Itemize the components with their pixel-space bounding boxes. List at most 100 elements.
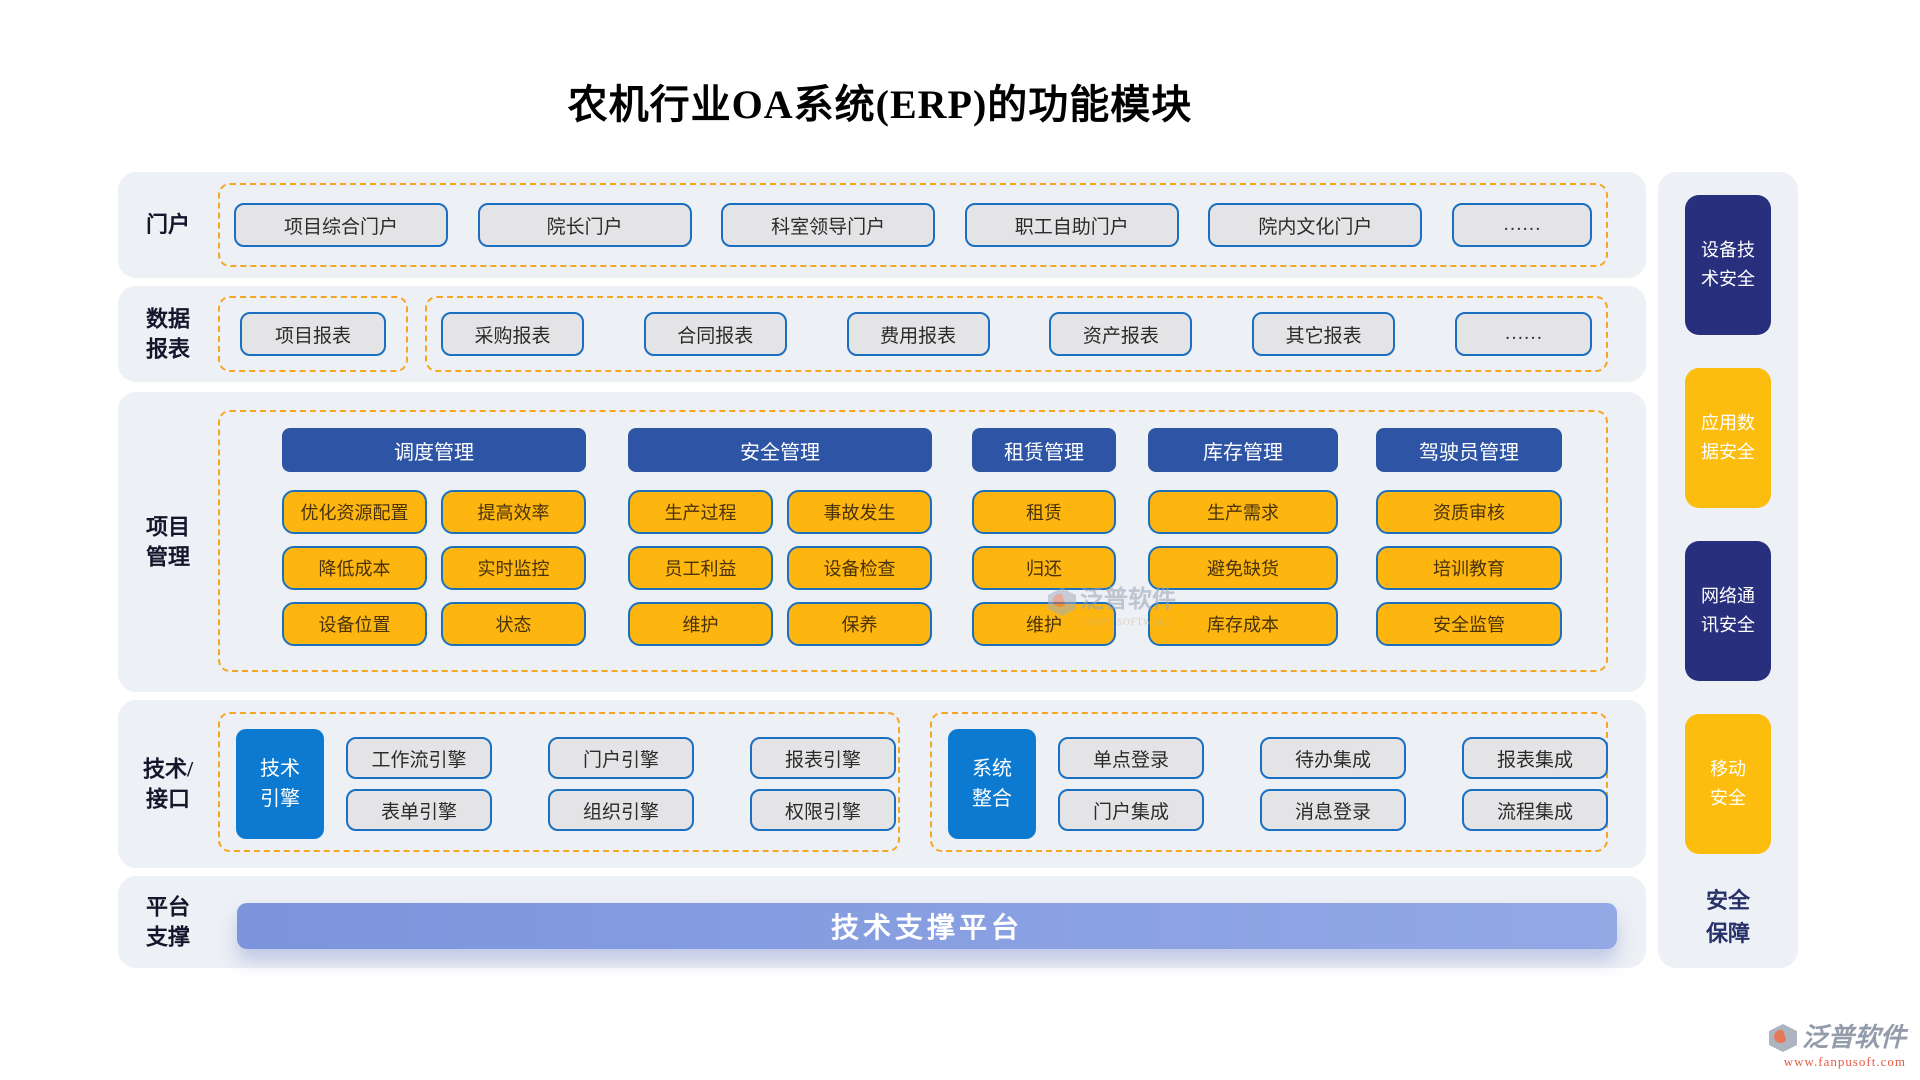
lease-column: 租赁管理 租赁 归还 维护 [972,412,1116,646]
engine-group: 技术 引擎 工作流引擎 门户引擎 报表引擎 表单引擎 组织引擎 权限引擎 [218,712,900,852]
engine-item: 工作流引擎 [346,737,492,779]
module-item: 维护 [972,602,1116,646]
module-item: 避免缺货 [1148,546,1338,590]
security-item: 移动 安全 [1685,714,1771,854]
brand-name-en: FANPU SOFTWARE [1080,617,1173,627]
integration-item: 流程集成 [1462,789,1608,831]
project-row-label: 项目 管理 [145,514,190,569]
project-group: 调度管理 优化资源配置 提高效率 降低成本 实时监控 设备位置 状态 安全管理 … [218,410,1608,672]
security-stack: 设备技 术安全 应用数 据安全 网络通 讯安全 移动 安全 [1658,172,1798,854]
module-item: 培训教育 [1376,546,1562,590]
portal-box: 科室领导门户 [721,203,936,247]
engine-item: 门户引擎 [548,737,694,779]
driver-column: 驾驶员管理 资质审核 培训教育 安全监管 [1376,412,1562,646]
report-box: 其它报表 [1252,312,1396,356]
module-item: 实时监控 [441,546,586,590]
module-item: 生产过程 [628,490,773,534]
reports-others-group: 采购报表 合同报表 费用报表 资产报表 其它报表 …… [425,296,1608,372]
engine-item: 组织引擎 [548,789,694,831]
diagram-title: 农机行业OA系统(ERP)的功能模块 [567,82,1193,127]
portal-box: 项目综合门户 [234,203,448,247]
portal-row: 门户 项目综合门户 院长门户 科室领导门户 职工自助门户 院内文化门户 …… [118,172,1646,278]
security-item: 应用数 据安全 [1685,368,1771,508]
module-item: 状态 [441,602,586,646]
portal-box-more: …… [1451,203,1592,247]
report-box: 资产报表 [1049,312,1193,356]
inventory-header: 库存管理 [1148,428,1338,472]
watermark-center: 泛普软件 FANPU SOFTWARE [1048,588,1176,630]
brand-name: 泛普软件 [1080,587,1176,613]
reports-primary-group: 项目报表 [218,296,408,372]
portal-box: 院长门户 [477,203,692,247]
engine-badge: 技术 引擎 [236,729,324,839]
safety-items: 生产过程 事故发生 员工利益 设备检查 维护 保养 [628,490,932,646]
safety-column: 安全管理 生产过程 事故发生 员工利益 设备检查 维护 保养 [628,412,932,646]
report-box: 费用报表 [846,312,990,356]
watermark-footer-row: 泛普软件 [1768,1023,1906,1052]
brand-url: www.fanpusoft.com [1783,1054,1906,1069]
module-item: 归还 [972,546,1116,590]
fanpu-logo-icon [1048,588,1076,616]
module-item: 资质审核 [1376,490,1562,534]
module-item: 库存成本 [1148,602,1338,646]
brand-name: 泛普软件 [1801,1023,1906,1052]
portal-box: 职工自助门户 [964,203,1179,247]
integration-badge: 系统 整合 [948,729,1036,839]
module-item: 优化资源配置 [282,490,427,534]
module-item: 保养 [787,602,932,646]
lease-header: 租赁管理 [972,428,1116,472]
integration-item: 门户集成 [1058,789,1204,831]
project-row: 项目 管理 调度管理 优化资源配置 提高效率 降低成本 实时监控 设备位置 状态… [118,392,1646,692]
integration-item: 消息登录 [1260,789,1406,831]
portal-box: 院内文化门户 [1208,203,1423,247]
engine-item: 表单引擎 [346,789,492,831]
report-box: 采购报表 [441,312,584,356]
fanpu-logo-icon [1768,1024,1797,1052]
platform-bar: 技术支撑平台 [237,903,1617,949]
report-box: 合同报表 [643,312,787,356]
dispatch-items: 优化资源配置 提高效率 降低成本 实时监控 设备位置 状态 [282,490,586,646]
tech-row: 技术/ 接口 技术 引擎 工作流引擎 门户引擎 报表引擎 表单引擎 组织引擎 权… [118,700,1646,868]
module-item: 生产需求 [1148,490,1338,534]
dispatch-header: 调度管理 [282,428,586,472]
portal-group: 项目综合门户 院长门户 科室领导门户 职工自助门户 院内文化门户 …… [218,183,1608,267]
security-column-label: 安全 保障 [1705,888,1750,946]
driver-header: 驾驶员管理 [1376,428,1562,472]
security-item: 设备技 术安全 [1685,195,1771,335]
reports-row: 数据 报表 项目报表 采购报表 合同报表 费用报表 资产报表 其它报表 …… [118,286,1646,382]
platform-row: 平台 支撑 技术支撑平台 [118,876,1646,968]
module-item: 租赁 [972,490,1116,534]
integration-item: 待办集成 [1260,737,1406,779]
module-item: 事故发生 [787,490,932,534]
watermark-text: 泛普软件 FANPU SOFTWARE [1080,588,1176,630]
inventory-column: 库存管理 生产需求 避免缺货 库存成本 [1148,412,1338,646]
module-item: 提高效率 [441,490,586,534]
module-item: 维护 [628,602,773,646]
report-box: 项目报表 [240,312,386,356]
tech-row-label: 技术/ 接口 [142,756,194,811]
integration-items: 单点登录 待办集成 报表集成 门户集成 消息登录 流程集成 [1058,737,1608,831]
dispatch-column: 调度管理 优化资源配置 提高效率 降低成本 实时监控 设备位置 状态 [282,412,586,646]
safety-header: 安全管理 [628,428,932,472]
reports-row-label: 数据 报表 [145,306,190,361]
platform-row-label: 平台 支撑 [145,894,190,949]
report-box-more: …… [1454,312,1592,356]
module-item: 设备位置 [282,602,427,646]
driver-items: 资质审核 培训教育 安全监管 [1376,490,1562,646]
integration-item: 报表集成 [1462,737,1608,779]
inventory-items: 生产需求 避免缺货 库存成本 [1148,490,1338,646]
engine-item: 权限引擎 [750,789,896,831]
module-item: 安全监管 [1376,602,1562,646]
engine-item: 报表引擎 [750,737,896,779]
lease-items: 租赁 归还 维护 [972,490,1116,646]
security-column: 设备技 术安全 应用数 据安全 网络通 讯安全 移动 安全 安全 保障 [1658,172,1798,968]
engine-items: 工作流引擎 门户引擎 报表引擎 表单引擎 组织引擎 权限引擎 [346,737,896,831]
module-item: 员工利益 [628,546,773,590]
watermark-footer: 泛普软件 www.fanpusoft.com [1768,1023,1906,1070]
module-item: 降低成本 [282,546,427,590]
integration-group: 系统 整合 单点登录 待办集成 报表集成 门户集成 消息登录 流程集成 [930,712,1608,852]
module-item: 设备检查 [787,546,932,590]
integration-item: 单点登录 [1058,737,1204,779]
portal-row-label: 门户 [145,212,190,238]
